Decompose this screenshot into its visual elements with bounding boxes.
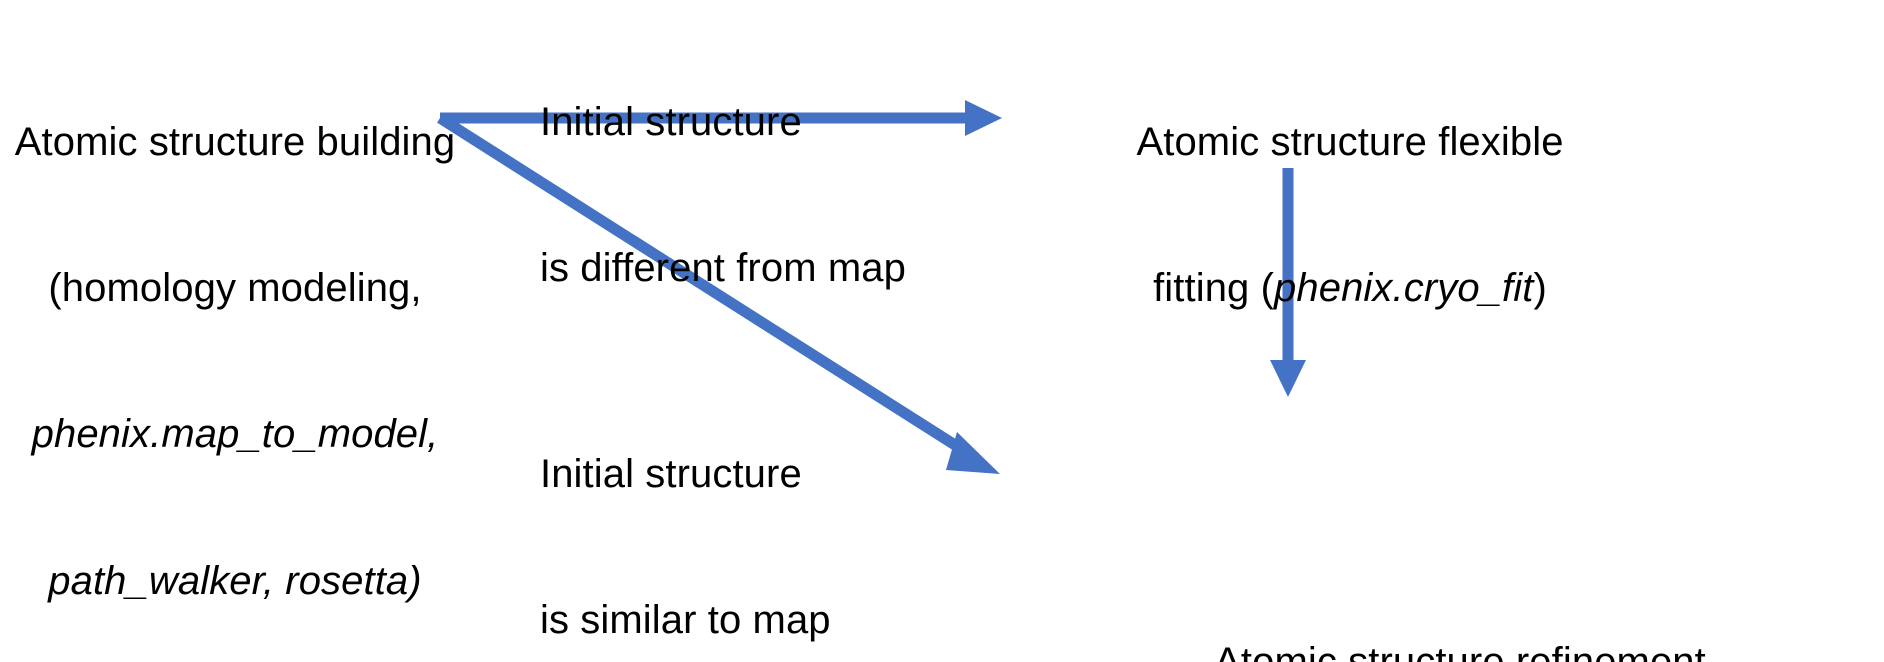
node-refine-line-1: Atomic structure refinement <box>1214 639 1706 662</box>
node-atomic-structure-flexible-fitting: Atomic structure flexible fitting (pheni… <box>1070 20 1630 410</box>
node-fit-tool-name: phenix.cryo_fit <box>1274 265 1534 310</box>
node-fit-line-1: Atomic structure flexible <box>1136 119 1564 164</box>
edge-label-different-line-1: Initial structure <box>540 99 802 144</box>
node-fit-prefix: fitting ( <box>1153 265 1275 310</box>
node-build-line-1: Atomic structure building <box>14 119 456 164</box>
edge-label-similar-line-2: is similar to map <box>540 597 831 642</box>
node-build-line-3: phenix.map_to_model, <box>31 412 439 457</box>
node-atomic-structure-refinement: Atomic structure refinement (phenix.real… <box>1040 540 1880 662</box>
node-build-line-4: path_walker, rosetta) <box>0 557 470 606</box>
node-build-line-4-italic: path_walker, rosetta) <box>48 558 422 603</box>
node-fit-line-2: fitting (phenix.cryo_fit) <box>1070 264 1630 313</box>
node-build-line-2: (homology modeling, <box>48 265 422 310</box>
edge-label-similar-line-1: Initial structure <box>540 451 802 496</box>
edge-label-different: Initial structure is different from map <box>540 0 920 390</box>
node-fit-suffix: ) <box>1533 265 1547 310</box>
edge-label-similar: Initial structure is similar to map <box>540 352 920 662</box>
node-atomic-structure-building: Atomic structure building (homology mode… <box>0 20 470 662</box>
edge-label-different-line-2: is different from map <box>540 245 906 290</box>
